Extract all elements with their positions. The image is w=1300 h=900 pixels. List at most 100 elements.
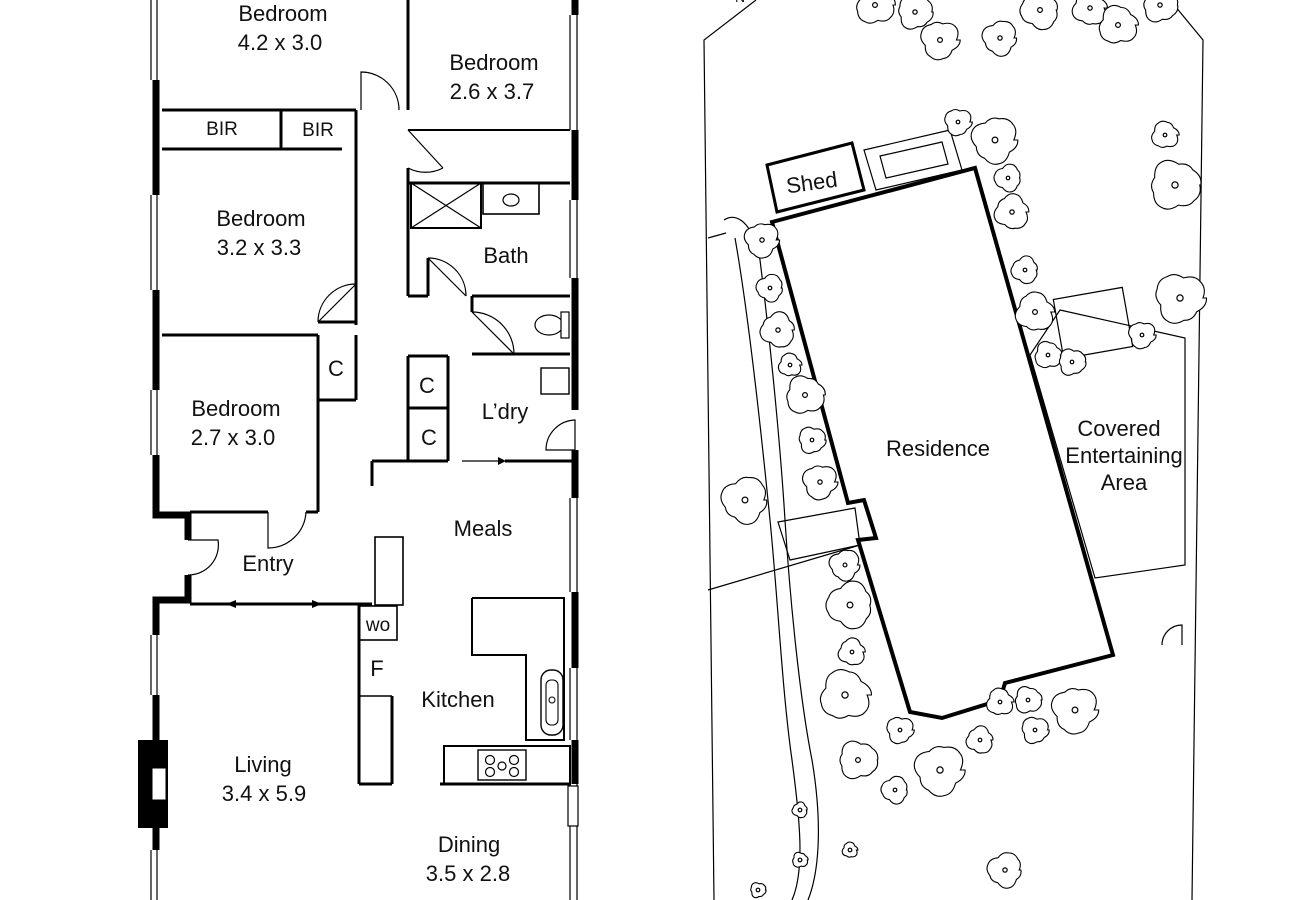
tree-icon	[856, 0, 896, 24]
tree-trunk-icon	[1022, 267, 1028, 273]
tree-trunk-icon	[1025, 697, 1031, 703]
tree-icon	[1058, 348, 1087, 376]
tree-trunk-icon	[787, 362, 793, 368]
tree-trunk-icon	[892, 787, 898, 793]
tree-trunk-icon	[854, 756, 861, 763]
tree-trunk-icon	[977, 737, 983, 743]
tree-trunk-icon	[1002, 867, 1008, 873]
tree-icon	[1021, 716, 1050, 745]
tree-trunk-icon	[997, 699, 1003, 705]
meals-label: Meals	[454, 516, 513, 541]
tree-trunk-icon	[1162, 132, 1168, 138]
tree-icon	[986, 852, 1022, 889]
tree-trunk-icon	[1036, 6, 1043, 14]
tree-icon	[913, 745, 966, 797]
cupboard-label-3: C	[421, 425, 437, 450]
tree-icon	[841, 841, 859, 858]
tree-icon	[1010, 255, 1038, 285]
tree-trunk-icon	[936, 766, 944, 774]
room-size-dining: 3.5 x 2.8	[426, 861, 510, 886]
covered-area-label-line-3: Area	[1101, 470, 1148, 495]
tree-trunk-icon	[1139, 332, 1145, 338]
cupboard-label-1: C	[328, 356, 344, 381]
tree-icon	[1019, 0, 1058, 31]
tree-icon	[1071, 0, 1108, 25]
tree-trunk-icon	[1009, 209, 1015, 215]
tree-icon	[839, 740, 879, 780]
tree-trunk-icon	[841, 691, 849, 699]
tree-icon	[1014, 291, 1056, 331]
tree-trunk-icon	[912, 9, 918, 15]
tree-trunk-icon	[991, 136, 999, 144]
entry-label: Entry	[242, 551, 293, 576]
room-name-bedroom-3: Bedroom	[216, 206, 305, 231]
tree-icon	[801, 465, 839, 501]
tree-trunk-icon	[755, 887, 761, 893]
room-size-bedroom-1: 4.2 x 3.0	[238, 30, 322, 55]
tree-icon	[965, 725, 994, 754]
room-name-bedroom-2: Bedroom	[449, 50, 538, 75]
tree-icon	[1128, 322, 1157, 350]
tree-trunk-icon	[797, 807, 803, 813]
tree-trunk-icon	[1087, 5, 1093, 11]
room-size-bedroom-2: 2.6 x 3.7	[450, 79, 534, 104]
tree-trunk-icon	[936, 36, 943, 43]
tree-icon	[825, 580, 872, 630]
north-marker: N	[735, 0, 745, 5]
tree-trunk-icon	[1176, 294, 1184, 302]
tree-icon	[944, 108, 973, 137]
tree-icon	[898, 0, 934, 30]
bath-label: Bath	[483, 243, 528, 268]
tree-icon	[837, 637, 866, 666]
room-name-bedroom-1: Bedroom	[238, 1, 327, 26]
tree-icon	[720, 476, 768, 525]
tree-trunk-icon	[897, 727, 903, 733]
room-labels: Bedroom 4.2 x 3.0 Bedroom 2.6 x 3.7 BIR …	[191, 1, 539, 886]
tree-icon	[993, 163, 1021, 193]
residence-outline	[769, 165, 1116, 721]
tree-trunk-icon	[849, 649, 855, 655]
tree-trunk-icon	[1032, 727, 1038, 733]
trees	[720, 0, 1208, 899]
tree-trunk-icon	[817, 479, 823, 485]
tree-icon	[819, 668, 873, 719]
tree-icon	[1098, 4, 1139, 44]
cupboard-label-2: C	[419, 373, 435, 398]
site-plan: N Shed Residence Covered Entertaining Ar…	[703, 0, 1208, 900]
shed: Shed	[765, 141, 866, 214]
tree-icon	[798, 426, 827, 454]
tree-trunk-icon	[809, 437, 815, 443]
room-name-dining: Dining	[438, 832, 500, 857]
tree-trunk-icon	[846, 601, 854, 609]
kitchen-label: Kitchen	[421, 687, 494, 712]
tree-trunk-icon	[801, 392, 808, 399]
tree-icon	[886, 716, 915, 745]
tree-icon	[1151, 120, 1180, 148]
tree-trunk-icon	[1005, 175, 1011, 181]
tree-trunk-icon	[842, 562, 848, 568]
room-name-living: Living	[234, 752, 291, 777]
room-size-bedroom-3: 3.2 x 3.3	[217, 235, 301, 260]
tree-icon	[1151, 159, 1202, 210]
tree-trunk-icon	[1045, 352, 1051, 358]
tree-icon	[880, 775, 908, 805]
tree-icon	[750, 882, 767, 899]
room-size-bedroom-4: 2.7 x 3.0	[191, 425, 275, 450]
room-name-bedroom-4: Bedroom	[191, 396, 280, 421]
right-exterior-wall	[567, 0, 579, 900]
floor-plan: Bedroom 4.2 x 3.0 Bedroom 2.6 x 3.7 BIR …	[138, 0, 579, 900]
fridge-label: F	[370, 656, 383, 681]
tree-icon	[985, 687, 1015, 715]
bir-label-1: BIR	[206, 119, 238, 140]
tree-icon	[792, 851, 809, 868]
tree-trunk-icon	[1071, 706, 1079, 714]
tree-trunk-icon	[775, 327, 781, 333]
bir-label-2: BIR	[302, 120, 334, 141]
tree-trunk-icon	[871, 1, 878, 9]
tree-icon	[1014, 686, 1043, 714]
tree-icon	[791, 801, 808, 819]
laundry-label: L’dry	[482, 399, 528, 424]
interior-walls	[162, 0, 575, 786]
left-exterior-wall	[138, 0, 192, 900]
covered-area-label-line-1: Covered	[1077, 416, 1160, 441]
